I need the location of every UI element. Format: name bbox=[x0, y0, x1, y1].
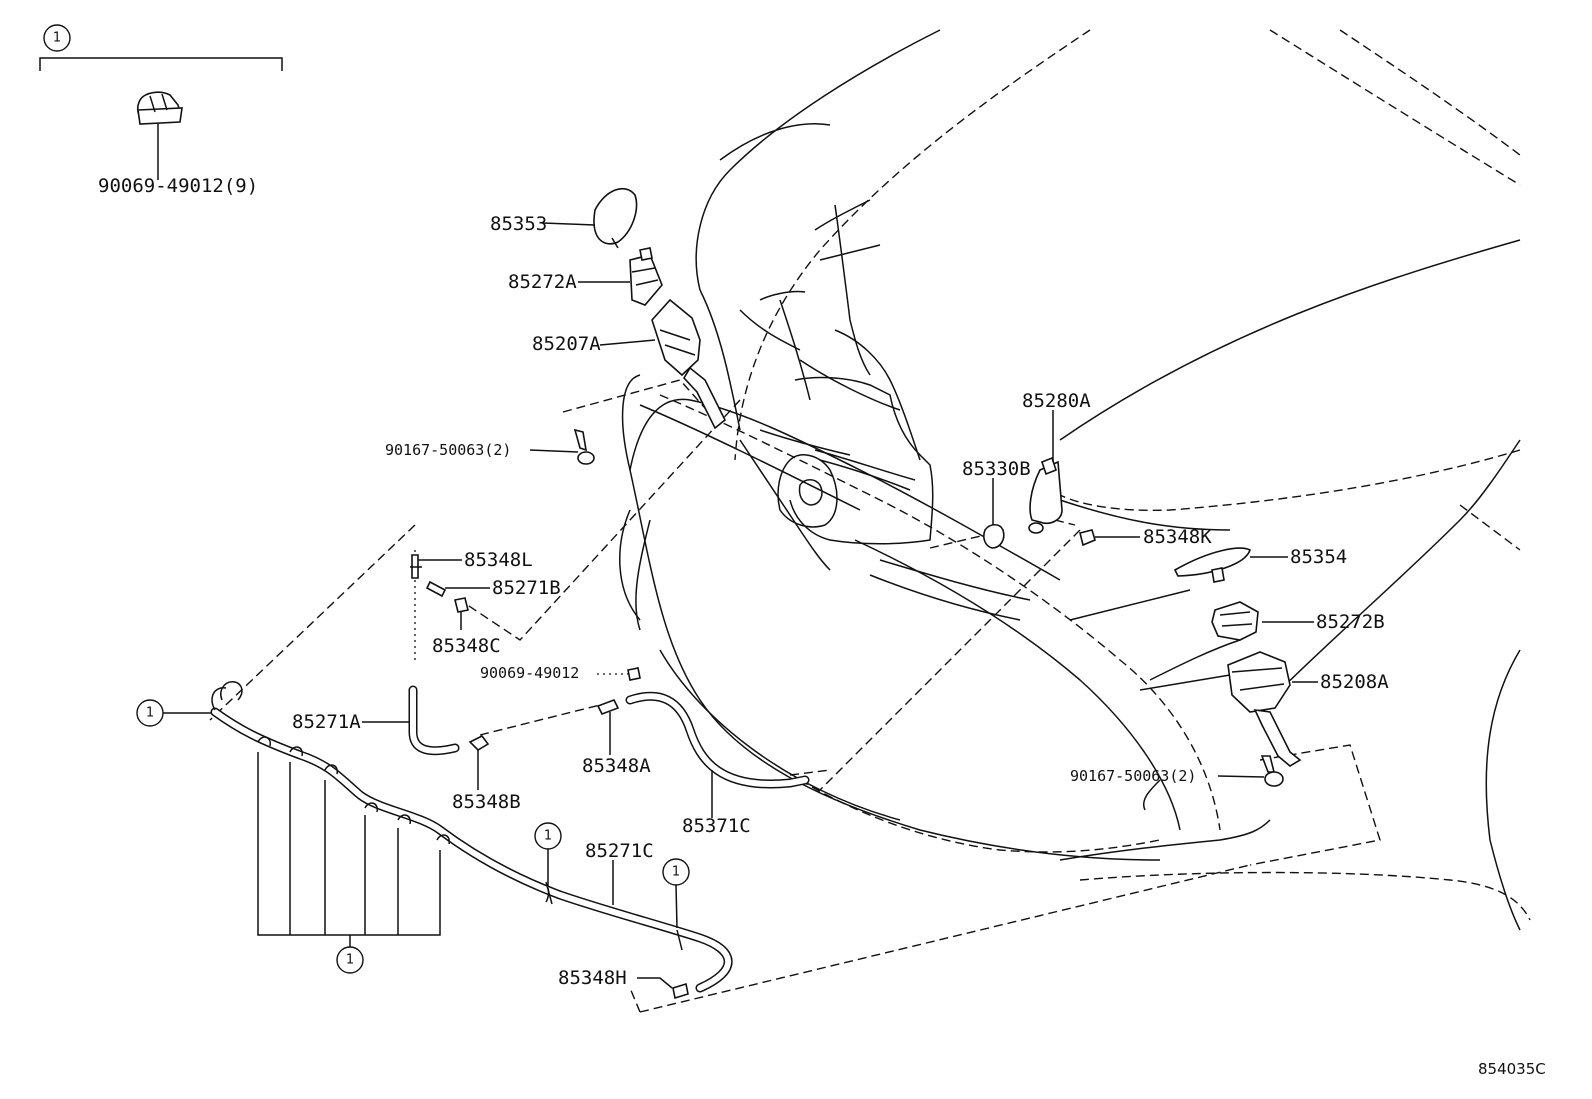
hose-85271A[interactable] bbox=[408, 685, 460, 756]
figure-code: 854035C bbox=[1478, 1060, 1546, 1078]
left-nozzle-assembly: 85353 85272A 85207A 90167-50063(2) bbox=[385, 187, 727, 465]
ref-marker-hose-end: 1 bbox=[146, 706, 154, 721]
label-85271C: 85271C bbox=[585, 840, 654, 862]
label-85353: 85353 bbox=[490, 213, 547, 235]
ref-marker-clip-a: 1 bbox=[544, 829, 552, 844]
pump-assembly: 85280A 85330B 85348K 85354 bbox=[962, 390, 1347, 583]
right-nozzle-assembly: 85272B 85208A 90167-50063(2) bbox=[1070, 601, 1389, 787]
label-85330B: 85330B bbox=[962, 458, 1031, 480]
label-85348A: 85348A bbox=[582, 755, 651, 777]
connector-85348B-icon[interactable] bbox=[468, 734, 490, 752]
actuator-85272B-icon[interactable] bbox=[1211, 601, 1259, 641]
label-90069-49012: 90069-49012 bbox=[480, 664, 579, 682]
label-85271B: 85271B bbox=[492, 577, 561, 599]
label-90167-50063-left: 90167-50063(2) bbox=[385, 441, 511, 459]
label-85280A: 85280A bbox=[1022, 390, 1091, 412]
pump-85280A-icon[interactable] bbox=[1028, 456, 1063, 534]
hose-85271B-icon[interactable] bbox=[425, 580, 447, 598]
cap-85353-icon[interactable] bbox=[593, 187, 638, 249]
actuator-85272A-icon[interactable] bbox=[629, 247, 663, 306]
label-85208A: 85208A bbox=[1320, 671, 1389, 693]
hose-clips bbox=[257, 736, 683, 951]
hose-network: 85271A 85371C 85271C bbox=[210, 681, 810, 993]
grommet-85330B-icon[interactable] bbox=[983, 523, 1005, 549]
clip-90069-icon[interactable] bbox=[137, 91, 183, 125]
connector-85348C-icon[interactable] bbox=[454, 597, 469, 613]
label-85348C: 85348C bbox=[432, 635, 501, 657]
screw-90167-right-icon[interactable] bbox=[1260, 755, 1284, 787]
reference-marker-text: 1 bbox=[53, 31, 61, 46]
hose-85271C[interactable] bbox=[210, 707, 733, 993]
connector-85348H-icon[interactable] bbox=[672, 982, 689, 1000]
label-90069-49012-9: 90069-49012(9) bbox=[98, 175, 258, 197]
small-connectors: 85348L 85271B 85348C 90069-49012 85348B … bbox=[410, 549, 689, 1000]
label-85207A: 85207A bbox=[532, 333, 601, 355]
nozzle-85208A-icon[interactable] bbox=[1227, 651, 1302, 767]
label-85348B: 85348B bbox=[452, 791, 521, 813]
clip-90069-single-icon[interactable] bbox=[627, 667, 641, 681]
label-85371C: 85371C bbox=[682, 815, 751, 837]
label-85348H: 85348H bbox=[558, 967, 627, 989]
label-85271A: 85271A bbox=[292, 711, 361, 733]
hose-85371C[interactable] bbox=[625, 691, 810, 789]
label-85354: 85354 bbox=[1290, 546, 1347, 568]
nozzle-85207A-icon[interactable] bbox=[651, 298, 727, 430]
label-90167-50063-right: 90167-50063(2) bbox=[1070, 767, 1196, 785]
phantom-leader-lines bbox=[209, 379, 1381, 1013]
ref-marker-clip-b: 1 bbox=[672, 865, 680, 880]
label-85272A: 85272A bbox=[508, 271, 577, 293]
label-85272B: 85272B bbox=[1316, 611, 1385, 633]
reference-marker-circle bbox=[43, 24, 71, 52]
ref-marker-clip-group: 1 bbox=[346, 953, 354, 968]
vehicle-body-outline bbox=[619, 29, 1531, 931]
reference-markers: 1 1 1 1 bbox=[136, 699, 690, 974]
connector-85348K-icon[interactable] bbox=[1079, 529, 1096, 547]
connector-85348A-icon[interactable] bbox=[596, 698, 620, 716]
clip-reference-group: 1 90069-49012(9) bbox=[39, 24, 283, 197]
screw-90167-left-icon[interactable] bbox=[573, 428, 595, 465]
cap-85354-icon[interactable] bbox=[1173, 547, 1251, 583]
label-85348L: 85348L bbox=[464, 549, 533, 571]
connector-85348L-icon[interactable] bbox=[410, 554, 422, 579]
label-85348K: 85348K bbox=[1143, 526, 1212, 548]
